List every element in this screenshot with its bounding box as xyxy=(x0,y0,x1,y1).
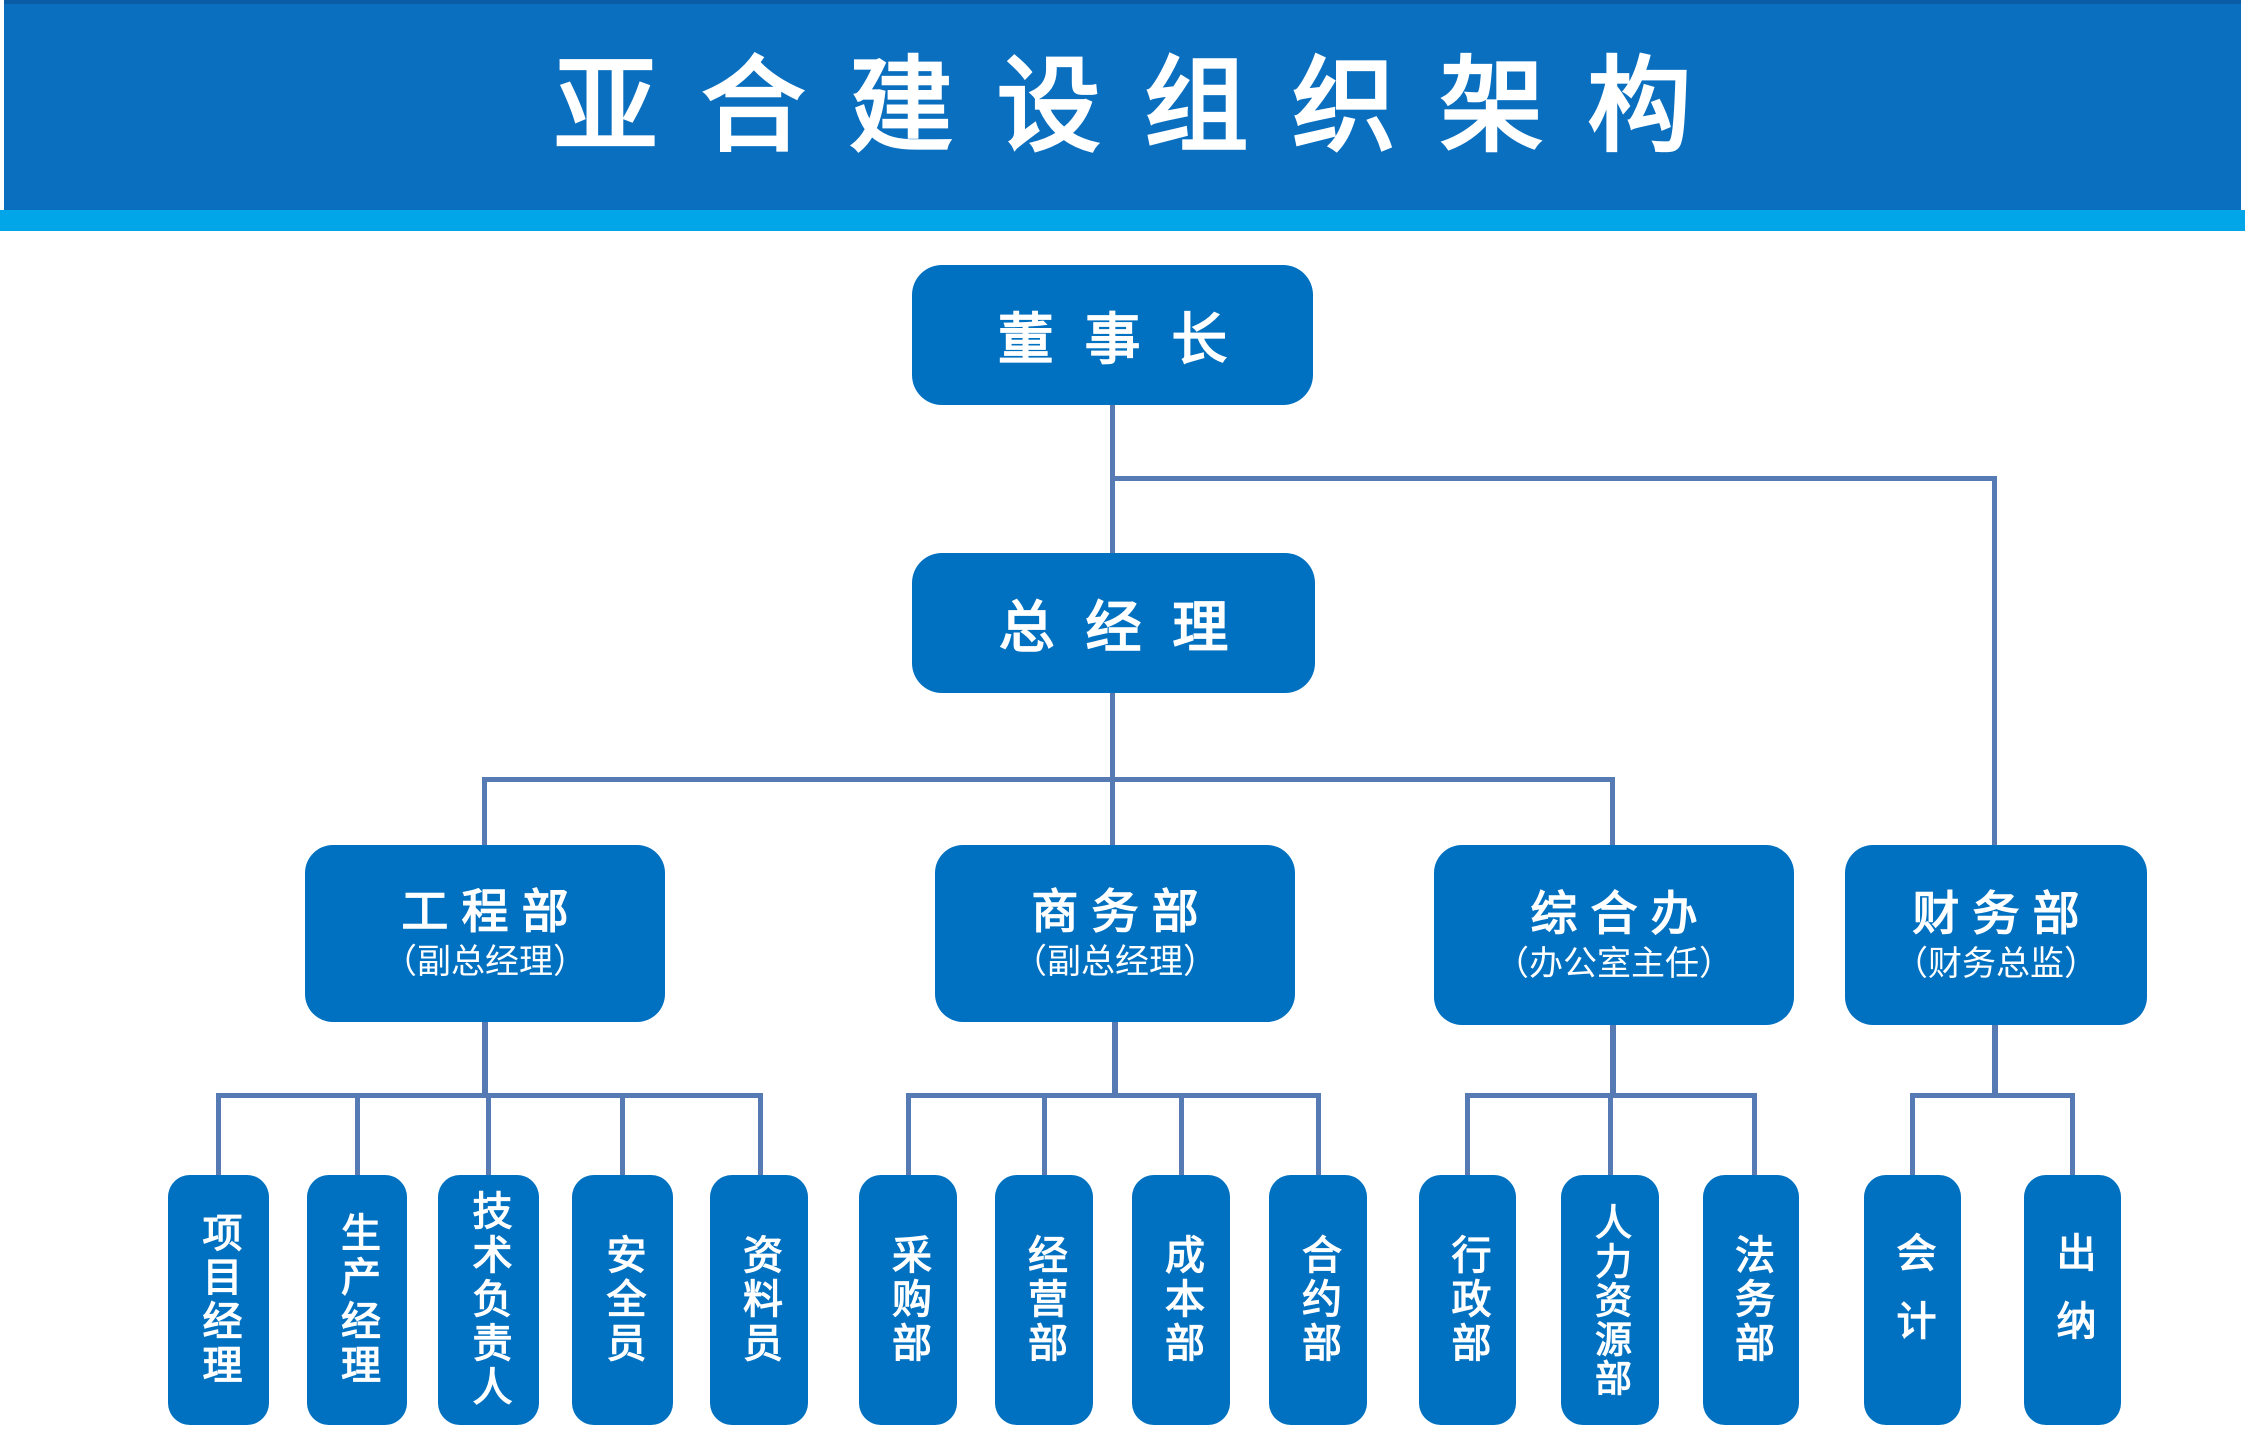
leaf-project-manager: 项目经理 xyxy=(168,1175,269,1425)
leaf-hr-label: 人力资源部 xyxy=(1589,1202,1631,1398)
node-general-manager-label: 总经理 xyxy=(998,595,1260,659)
connector-leaf-hr xyxy=(1608,1093,1613,1175)
leaf-cashier: 出纳 xyxy=(2024,1175,2121,1425)
page-title: 亚合建设组织架构 xyxy=(553,49,1736,165)
leaf-cashier-label: 出纳 xyxy=(2050,1232,2095,1368)
leaf-hr: 人力资源部 xyxy=(1561,1175,1659,1425)
leaf-safety-officer: 安全员 xyxy=(572,1175,673,1425)
leaf-production-manager-label: 生产经理 xyxy=(335,1212,379,1388)
leaf-cost-label: 成本部 xyxy=(1159,1234,1203,1366)
dept-commerce-subtitle: （副总经理） xyxy=(1013,943,1217,981)
leaf-accountant-label: 会计 xyxy=(1890,1232,1935,1368)
connector-leaf-procurement xyxy=(906,1093,911,1175)
connector-engineering-stub xyxy=(482,1022,488,1097)
connector-leaf-cashier xyxy=(2070,1093,2075,1175)
leaf-safety-officer-label: 安全员 xyxy=(600,1234,645,1366)
connector-leaf-project-manager xyxy=(216,1093,221,1175)
connector-gm-down xyxy=(1110,693,1115,782)
connector-leaf-contract xyxy=(1316,1093,1321,1175)
connector-finance-bus xyxy=(1910,1093,2075,1098)
connector-leaf-document-clerk xyxy=(758,1093,763,1175)
leaf-legal-label: 法务部 xyxy=(1729,1234,1773,1366)
connector-commerce-bus xyxy=(906,1093,1321,1098)
leaf-project-manager-label: 项目经理 xyxy=(196,1212,241,1388)
dept-general-office-subtitle: （办公室主任） xyxy=(1495,944,1733,983)
dept-finance-subtitle: （财务总监） xyxy=(1894,944,2098,983)
connector-general-office-stub xyxy=(1610,1022,1616,1097)
connector-drop-general-office xyxy=(1610,777,1615,847)
leaf-accountant: 会计 xyxy=(1864,1175,1961,1425)
connector-drop-engineering xyxy=(482,777,487,847)
dept-commerce-title: 商务部 xyxy=(1031,885,1212,938)
connector-leaf-safety-officer xyxy=(620,1093,625,1175)
leaf-legal: 法务部 xyxy=(1703,1175,1799,1425)
leaf-technical-lead-label: 技术负责人 xyxy=(466,1190,511,1410)
connector-leaf-operations xyxy=(1042,1093,1047,1175)
leaf-document-clerk: 资料员 xyxy=(710,1175,808,1425)
header-accent-stripe xyxy=(0,210,2245,231)
leaf-procurement-label: 采购部 xyxy=(886,1234,930,1366)
node-dept-general-office: 综合办 （办公室主任） xyxy=(1434,845,1794,1025)
header-banner: 亚合建设组织架构 xyxy=(4,0,2241,210)
dept-engineering-subtitle: （副总经理） xyxy=(383,943,587,981)
leaf-cost: 成本部 xyxy=(1132,1175,1230,1425)
leaf-technical-lead: 技术负责人 xyxy=(438,1175,539,1425)
connector-finance-stub xyxy=(1992,1022,1998,1097)
connector-drop-commerce xyxy=(1110,777,1115,847)
connector-leaf-technical-lead xyxy=(486,1093,491,1175)
connector-leaf-legal xyxy=(1752,1093,1757,1175)
node-dept-engineering: 工程部 （副总经理） xyxy=(305,845,665,1022)
connector-leaf-cost xyxy=(1179,1093,1184,1175)
connector-commerce-stub xyxy=(1112,1022,1118,1097)
dept-finance-title: 财务部 xyxy=(1912,886,2093,940)
leaf-procurement: 采购部 xyxy=(859,1175,957,1425)
connector-leaf-accountant xyxy=(1910,1093,1915,1175)
dept-engineering-title: 工程部 xyxy=(401,885,582,938)
leaf-contract: 合约部 xyxy=(1269,1175,1367,1425)
leaf-production-manager: 生产经理 xyxy=(307,1175,407,1425)
connector-dept-bus xyxy=(482,777,1615,782)
leaf-operations-label: 经营部 xyxy=(1022,1234,1066,1366)
node-dept-commerce: 商务部 （副总经理） xyxy=(935,845,1295,1022)
connector-leaf-production-manager xyxy=(355,1093,360,1175)
dept-general-office-title: 综合办 xyxy=(1530,886,1711,940)
leaf-administration-label: 行政部 xyxy=(1445,1234,1490,1366)
node-chairman: 董事长 xyxy=(912,265,1313,405)
leaf-contract-label: 合约部 xyxy=(1296,1234,1340,1366)
node-general-manager: 总经理 xyxy=(912,553,1315,693)
leaf-document-clerk-label: 资料员 xyxy=(737,1234,781,1366)
connector-chairman-to-finance-vertical xyxy=(1992,476,1997,847)
leaf-operations: 经营部 xyxy=(995,1175,1093,1425)
connector-leaf-administration xyxy=(1465,1093,1470,1175)
node-dept-finance: 财务部 （财务总监） xyxy=(1845,845,2147,1025)
leaf-administration: 行政部 xyxy=(1419,1175,1516,1425)
connector-chairman-to-finance-horizontal xyxy=(1110,476,1997,481)
node-chairman-label: 董事长 xyxy=(997,307,1259,371)
